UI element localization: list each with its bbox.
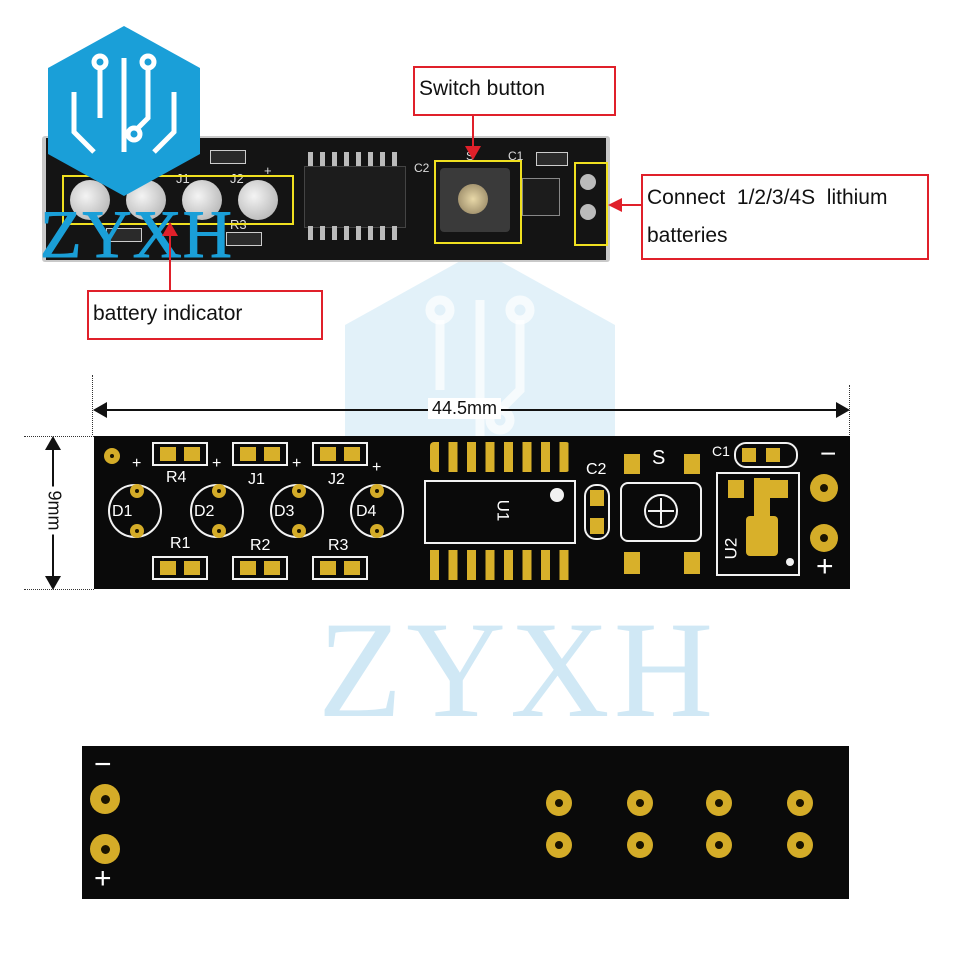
callout-batteries: Connect 1/2/3/4S lithium batteries [641, 174, 929, 260]
callout-switch-label: Switch button [419, 77, 546, 100]
label-c2: C2 [586, 461, 607, 478]
terminal-minus-front [810, 474, 838, 502]
label-d2: D2 [194, 503, 215, 520]
callout-batteries-line2: batteries [647, 224, 728, 247]
arrow-left-icon [93, 402, 107, 418]
width-label: 44.5mm [428, 398, 502, 419]
photo-label-plus: + [264, 163, 272, 178]
label-c1: C1 [712, 443, 730, 459]
photo-label-c1: C1 [508, 149, 524, 163]
label-d1: D1 [112, 503, 133, 520]
label-d4: D4 [356, 503, 377, 520]
height-label: 9mm [43, 486, 65, 535]
label-j2: J2 [328, 471, 345, 488]
plus-d2: + [212, 455, 222, 472]
regulator-u2 [522, 178, 560, 216]
pcb-front: R4 J1 J2 + + + + D1 D2 D3 D4 R1 R2 R3 U1… [94, 436, 850, 589]
callout-indicator-label: battery indicator [93, 302, 243, 325]
switch-knob [458, 184, 488, 214]
terminals-highlight [574, 162, 608, 246]
terminal-minus-back [90, 784, 120, 814]
switch-circle [644, 494, 678, 528]
terminal-plus-back [90, 834, 120, 864]
arrow-left-icon [608, 198, 622, 212]
pcb-back: − + [82, 746, 849, 899]
label-u1: U1 [493, 499, 513, 522]
brand-logo-icon [48, 26, 200, 196]
photo-label-c2: C2 [414, 161, 430, 175]
brand-logo-text: ZYXH [40, 196, 233, 272]
label-u2: U2 [721, 537, 741, 560]
regulator-u2-footprint [716, 472, 800, 576]
label-minus-back: − [94, 748, 112, 781]
ic-u1-outline [424, 480, 576, 544]
label-plus-front: + [816, 550, 834, 583]
plus-d4: + [372, 459, 382, 476]
terminal-plus-front [810, 524, 838, 552]
ic-u1-pads-bottom [430, 550, 570, 580]
module-photo: J1 J2 R3 + C2 S C1 [42, 128, 612, 268]
callout-batteries-line1: Connect 1/2/3/4S lithium [647, 186, 888, 209]
led-4 [238, 180, 278, 220]
callout-battery-indicator: battery indicator [87, 290, 323, 340]
switch-highlight [434, 160, 522, 244]
ic-u1-pads-top [430, 442, 570, 472]
label-d3: D3 [274, 503, 295, 520]
label-plus-back: + [94, 862, 112, 895]
watermark-text: ZYXH [318, 593, 718, 746]
plus-d1: + [132, 455, 142, 472]
label-s: S [652, 447, 666, 469]
label-r2: R2 [250, 537, 271, 554]
led-1 [70, 180, 110, 220]
arrow-down-icon [465, 146, 481, 160]
plus-d3: + [292, 455, 302, 472]
photo-label-s: S [466, 149, 475, 163]
label-j1: J1 [248, 471, 265, 488]
led-3 [182, 180, 222, 220]
label-r4: R4 [166, 469, 187, 486]
callout-switch-button: Switch button [413, 66, 616, 116]
leds-highlight [62, 175, 294, 225]
arrow-right-icon [836, 402, 850, 418]
switch-footprint [620, 482, 702, 542]
label-r1: R1 [170, 535, 191, 552]
arrow-down-icon [45, 576, 61, 590]
label-r3: R3 [328, 537, 349, 554]
label-minus-front: − [820, 438, 837, 469]
arrow-up-icon [45, 436, 61, 450]
ic-u1 [304, 166, 406, 228]
arrow-up-icon [162, 222, 178, 236]
